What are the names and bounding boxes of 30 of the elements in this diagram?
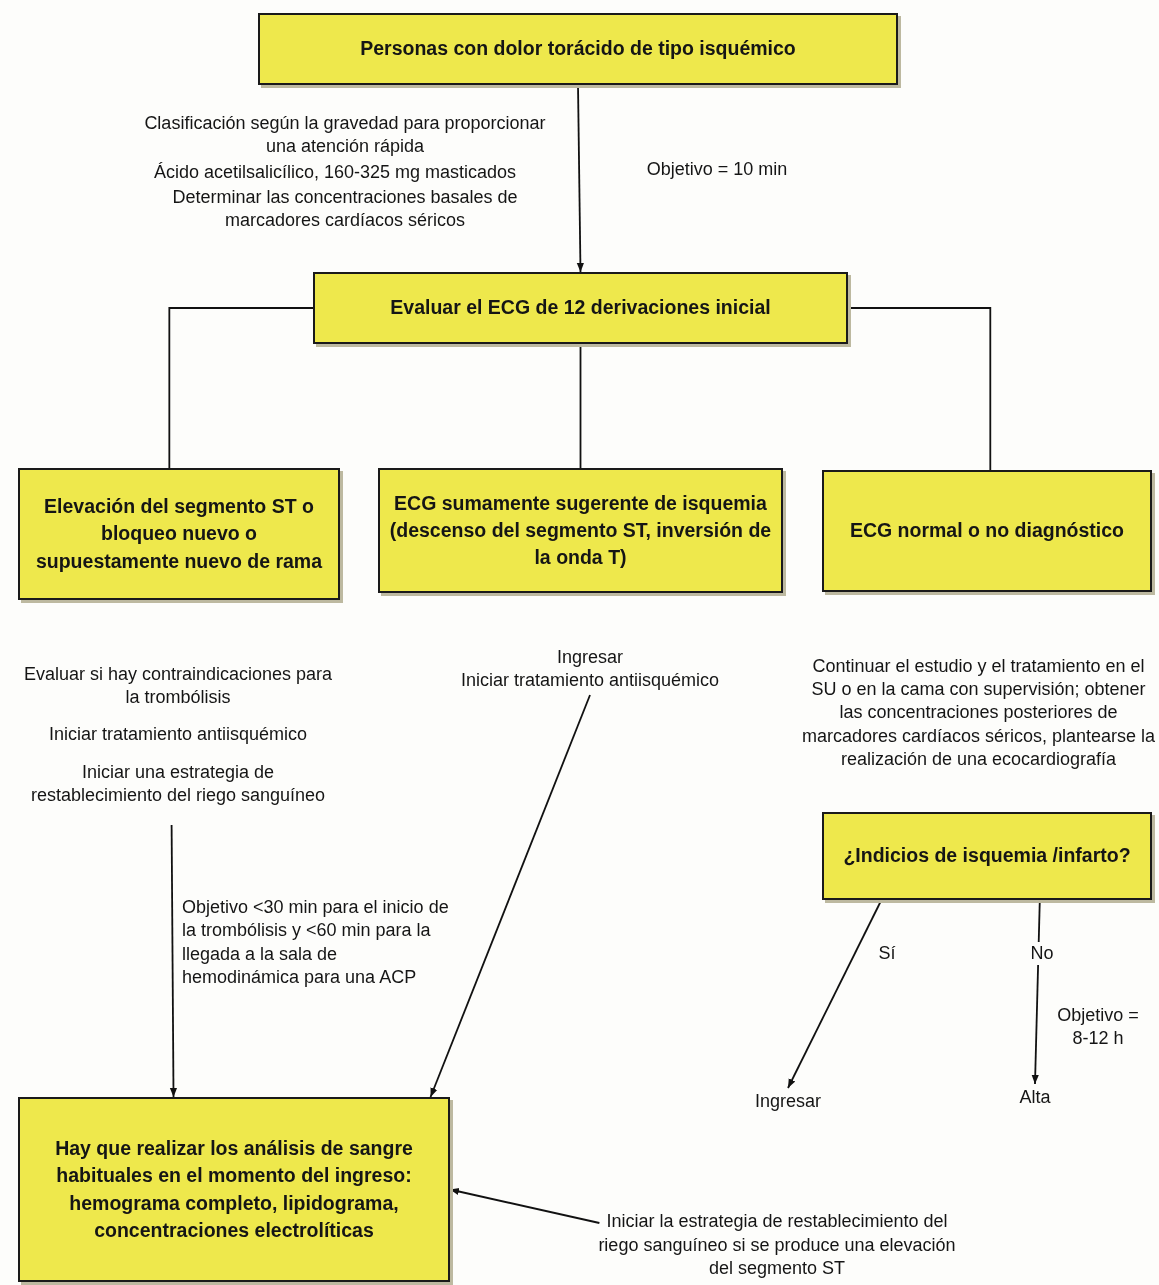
process-box — [18, 468, 340, 600]
step-text: Iniciar la estrategia de restablecimiento del riego sanguíneo si se produce una elevación del segmento ST — [597, 1210, 957, 1281]
box-text: ¿Indicios de isquemia /infarto? — [843, 843, 1131, 869]
step-text: Ingresar — [754, 1090, 821, 1114]
step-text: Iniciar una estrategia de restablecimiento del riego sanguíneo — [29, 760, 327, 808]
process-box — [258, 13, 898, 85]
box-text: ECG sumamente sugerente de isquemia (descenso del segmento ST, inversión de la onda T) — [388, 490, 773, 571]
process-box — [313, 272, 848, 344]
step-text: Iniciar tratamiento antiisquémico — [48, 723, 308, 747]
step-text: Ingresar — [556, 645, 623, 669]
box-text: ECG normal o no diagnóstico — [849, 518, 1125, 544]
step-text: Iniciar tratamiento antiisquémico — [460, 669, 720, 692]
box-text: Evaluar el ECG de 12 derivaciones inicial — [390, 295, 771, 321]
process-box — [378, 468, 783, 593]
box-text: Hay que realizar los análisis de sangre habituales en el momento del ingreso: hemograma completo, lipidograma, concentraciones electrolíticas — [54, 1135, 414, 1243]
process-box — [18, 1097, 450, 1282]
connector-line — [168, 307, 314, 469]
box-text: Personas con dolor torácido de tipo isquémico — [360, 36, 796, 62]
arrow — [169, 824, 178, 1098]
note-text: Clasificación según la gravedad para proporcionar una atención rápida — [143, 112, 547, 159]
process-box — [822, 812, 1152, 900]
step-text: Continuar el estudio y el tratamiento en el SU o en la cama con supervisión; obtener las concentraciones posteriores de marcadores cardíacos séricos, plantearse la realización de una ecocardiografía — [800, 654, 1157, 772]
box-text: Elevación del segmento ST o bloqueo nuevo o supuestamente nuevo de rama — [34, 494, 324, 574]
arrow — [429, 694, 591, 1098]
step-text: Alta — [1019, 1086, 1051, 1110]
step-text: Evaluar si hay contraindicaciones para la trombólisis — [22, 662, 334, 709]
process-box — [822, 470, 1152, 592]
note-text: Objetivo = 8-12 h — [1056, 1004, 1140, 1051]
note-text: Ácido acetilsalicílico, 160-325 mg masticados — [152, 161, 518, 184]
note-text: Determinar las concentraciones basales de marcadores cardíacos séricos — [171, 186, 519, 233]
